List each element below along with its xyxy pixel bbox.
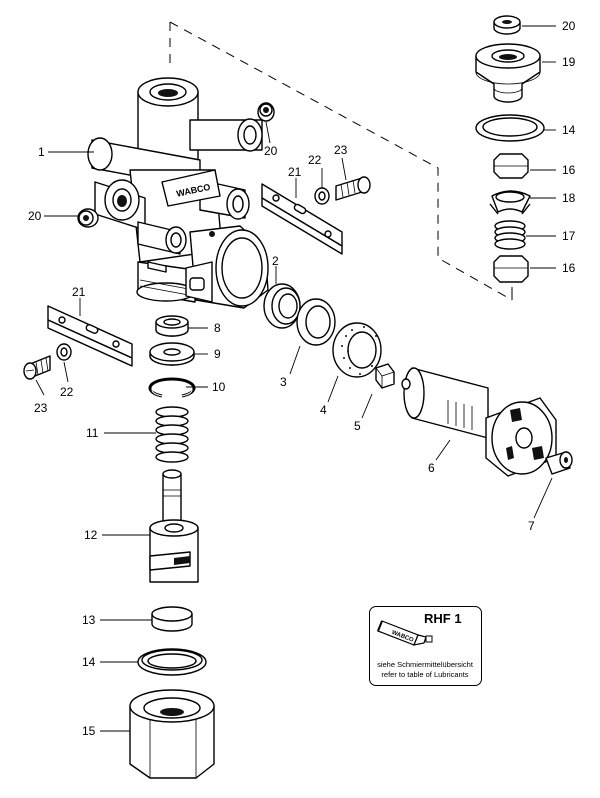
part-18-spring-cage — [489, 190, 531, 215]
rhf-note-german: siehe Schmiermittelübersicht — [377, 660, 473, 669]
callout-14-left: 14 — [82, 655, 96, 669]
callout-6: 6 — [428, 461, 435, 475]
part-12-plunger — [149, 469, 199, 583]
callout-17: 17 — [562, 229, 576, 243]
part-23-screw-right — [335, 176, 371, 201]
callout-15: 15 — [82, 724, 96, 738]
callout-1: 1 — [38, 145, 45, 159]
part-22-washer-left — [56, 343, 72, 361]
part-21-bracket-left — [47, 305, 133, 367]
part-14-seal-ring-right — [475, 114, 545, 142]
callout-5: 5 — [354, 419, 361, 433]
part-15-cap-nut — [129, 689, 215, 779]
callout-23-left: 23 — [34, 401, 48, 415]
part-16-valve-disc-top — [493, 153, 529, 179]
callout-21-right: 21 — [288, 165, 302, 179]
callout-22-left: 22 — [60, 385, 74, 399]
callout-labels: 1 2 3 4 5 6 7 8 9 10 11 12 13 14 14 15 1… — [28, 19, 576, 738]
part-17-spring — [494, 220, 526, 250]
part-16-valve-disc-bottom — [493, 255, 529, 283]
callout-10: 10 — [212, 380, 226, 394]
part-20-nipple-right — [493, 15, 521, 35]
callout-7: 7 — [528, 519, 535, 533]
callout-20-left: 20 — [28, 209, 42, 223]
callout-11: 11 — [86, 426, 99, 440]
valve-body: WABCO — [87, 77, 269, 309]
part-21-bracket-right — [261, 183, 343, 255]
part-7-plug — [545, 451, 573, 475]
part-23-screw-left — [23, 355, 51, 380]
grease-tube-icon: WABCO — [377, 620, 433, 646]
callout-4: 4 — [320, 403, 327, 417]
callout-21-left: 21 — [72, 285, 86, 299]
part-9-washer — [149, 342, 195, 366]
callout-20-top: 20 — [264, 144, 278, 158]
part-6-valve-insert — [401, 367, 557, 477]
callout-18: 18 — [562, 191, 576, 205]
part-14-seal-ring — [137, 648, 207, 676]
part-2-ring — [263, 283, 301, 329]
assembly-dashed-outline — [169, 21, 513, 301]
rhf-title: RHF 1 — [424, 611, 462, 626]
part-13-disc — [151, 606, 193, 632]
callout-12: 12 — [84, 528, 98, 542]
part-22-washer-right — [314, 187, 330, 205]
callout-2: 2 — [272, 254, 279, 268]
part-5-cube — [375, 363, 395, 389]
callout-3: 3 — [280, 375, 287, 389]
part-11-spring — [155, 406, 189, 463]
callout-20-right: 20 — [562, 19, 576, 33]
callout-8: 8 — [214, 321, 221, 335]
part-10-circlip — [148, 377, 196, 398]
part-3-ring — [296, 298, 336, 346]
part-20-nipple-left — [77, 208, 99, 228]
callout-16-top: 16 — [562, 163, 576, 177]
callout-23-right: 23 — [334, 143, 348, 157]
part-20-nipple-top — [257, 102, 275, 122]
callout-19: 19 — [562, 55, 576, 69]
leader-lines — [35, 25, 556, 732]
callout-16-bottom: 16 — [562, 261, 576, 275]
callout-22-right: 22 — [308, 153, 322, 167]
part-4-filter-ring — [332, 322, 382, 378]
callout-13: 13 — [82, 613, 96, 627]
rhf-note-english: refer to table of Lubricants — [381, 670, 469, 679]
part-8-cap — [155, 315, 189, 337]
callout-14-right: 14 — [562, 123, 576, 137]
lubricant-reference-box: WABCO RHF 1 siehe Schmiermittelübersicht… — [369, 606, 482, 686]
callout-9: 9 — [214, 347, 221, 361]
part-19-threaded-insert — [475, 43, 541, 103]
